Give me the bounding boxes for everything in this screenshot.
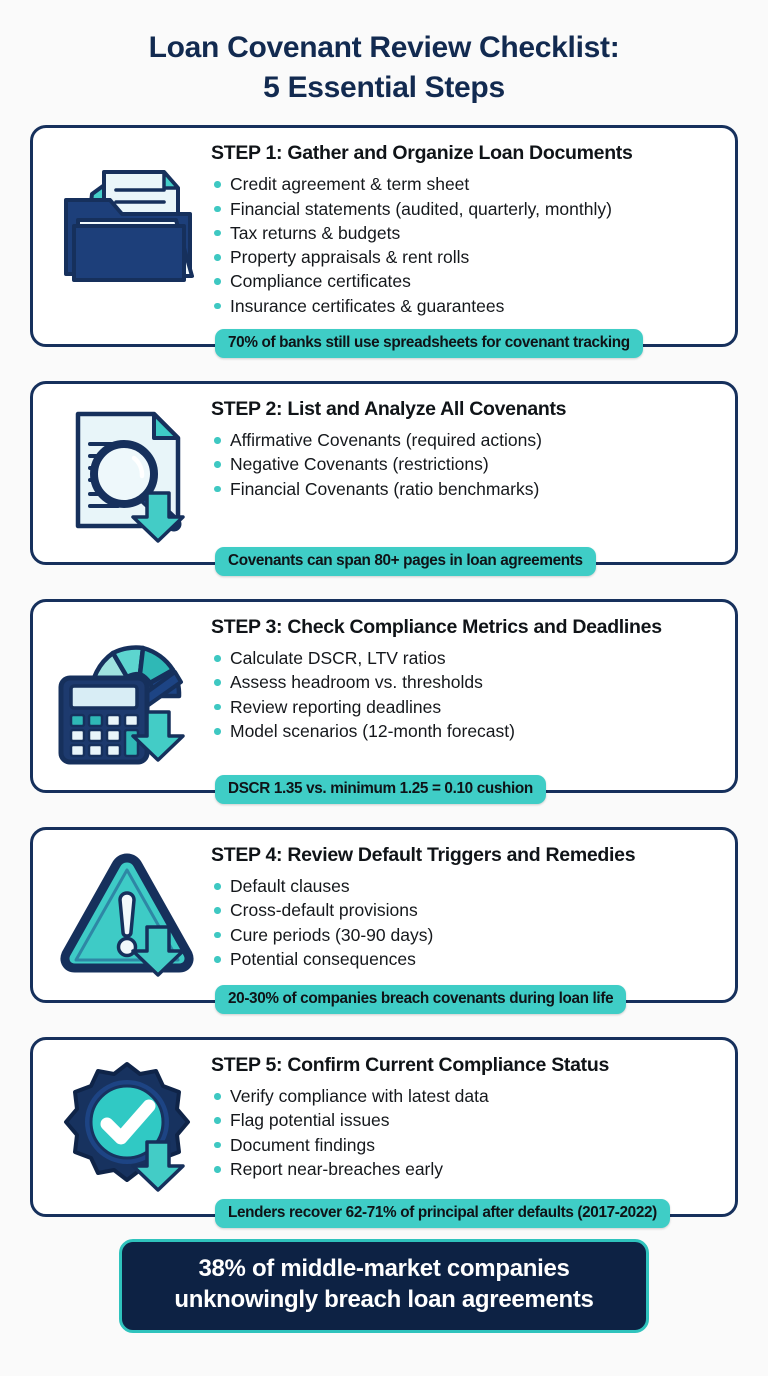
step-card-5: STEP 5: Confirm Current Compliance Statu… — [30, 1037, 738, 1229]
calculator-gauge-icon — [51, 622, 203, 765]
page-title: Loan Covenant Review Checklist: 5 Essent… — [30, 0, 738, 125]
step-2-body: STEP 2: List and Analyze All Covenants A… — [211, 398, 721, 501]
connector-arrow-3 — [127, 925, 189, 977]
step-5-bullets: Verify compliance with latest data Flag … — [211, 1084, 715, 1181]
bottom-callout-banner: 38% of middle-market companies unknowing… — [119, 1239, 649, 1333]
step-3-bullets: Calculate DSCR, LTV ratios Assess headro… — [211, 646, 715, 743]
connector-arrow-2 — [127, 710, 189, 762]
list-item: Tax returns & budgets — [211, 221, 715, 245]
list-item: Review reporting deadlines — [211, 695, 715, 719]
step-5-body: STEP 5: Confirm Current Compliance Statu… — [211, 1054, 721, 1181]
list-item: Default clauses — [211, 874, 715, 898]
step-3-stat-badge: DSCR 1.35 vs. minimum 1.25 = 0.10 cushio… — [215, 775, 546, 805]
list-item: Assess headroom vs. thresholds — [211, 670, 715, 694]
step-3-title: STEP 3: Check Compliance Metrics and Dea… — [211, 616, 662, 639]
step-5-title: STEP 5: Confirm Current Compliance Statu… — [211, 1054, 609, 1077]
list-item: Compliance certificates — [211, 269, 715, 293]
step-5-stat-badge: Lenders recover 62-71% of principal afte… — [215, 1199, 670, 1229]
step-2-bullets: Affirmative Covenants (required actions)… — [211, 428, 715, 501]
step-4-body: STEP 4: Review Default Triggers and Reme… — [211, 844, 721, 971]
step-1-body: STEP 1: Gather and Organize Loan Documen… — [211, 142, 721, 318]
folder-documents-icon — [52, 148, 202, 286]
page-title-line-2: 5 Essential Steps — [263, 70, 505, 104]
step-1-stat-badge: 70% of banks still use spreadsheets for … — [215, 329, 643, 359]
step-1-bullets: Credit agreement & term sheet Financial … — [211, 172, 715, 318]
step-3-icon-cell — [43, 616, 211, 765]
list-item: Calculate DSCR, LTV ratios — [211, 646, 715, 670]
list-item: Cross-default provisions — [211, 898, 715, 922]
steps-list: STEP 1: Gather and Organize Loan Documen… — [30, 125, 738, 1229]
step-card-2: STEP 2: List and Analyze All Covenants A… — [30, 381, 738, 577]
list-item: Financial Covenants (ratio benchmarks) — [211, 477, 715, 501]
step-3-body: STEP 3: Check Compliance Metrics and Dea… — [211, 616, 721, 743]
list-item: Verify compliance with latest data — [211, 1084, 715, 1108]
list-item: Potential consequences — [211, 947, 715, 971]
step-4-bullets: Default clauses Cross-default provisions… — [211, 874, 715, 971]
list-item: Document findings — [211, 1133, 715, 1157]
step-1-icon-cell — [43, 142, 211, 286]
callout-line-1: 38% of middle-market companies — [198, 1255, 570, 1283]
step-4-title: STEP 4: Review Default Triggers and Reme… — [211, 844, 636, 867]
connector-arrow-4 — [127, 1140, 189, 1192]
list-item: Cure periods (30-90 days) — [211, 923, 715, 947]
list-item: Flag potential issues — [211, 1108, 715, 1132]
step-card-1: STEP 1: Gather and Organize Loan Documen… — [30, 125, 738, 359]
list-item: Affirmative Covenants (required actions) — [211, 428, 715, 452]
list-item: Report near-breaches early — [211, 1157, 715, 1181]
list-item: Financial statements (audited, quarterly… — [211, 197, 715, 221]
list-item: Insurance certificates & guarantees — [211, 294, 715, 318]
page-title-line-1: Loan Covenant Review Checklist: — [148, 31, 620, 64]
step-4-stat-badge: 20-30% of companies breach covenants dur… — [215, 985, 627, 1015]
list-item: Property appraisals & rent rolls — [211, 245, 715, 269]
step-2-stat-badge: Covenants can span 80+ pages in loan agr… — [215, 547, 596, 577]
step-1-title: STEP 1: Gather and Organize Loan Documen… — [211, 142, 633, 165]
list-item: Model scenarios (12-month forecast) — [211, 719, 715, 743]
list-item: Negative Covenants (restrictions) — [211, 452, 715, 476]
step-card-3: STEP 3: Check Compliance Metrics and Dea… — [30, 599, 738, 805]
callout-line-2: unknowingly breach loan agreements — [174, 1285, 594, 1313]
step-2-title: STEP 2: List and Analyze All Covenants — [211, 398, 567, 421]
list-item: Credit agreement & term sheet — [211, 172, 715, 196]
connector-arrow-1 — [127, 491, 189, 543]
